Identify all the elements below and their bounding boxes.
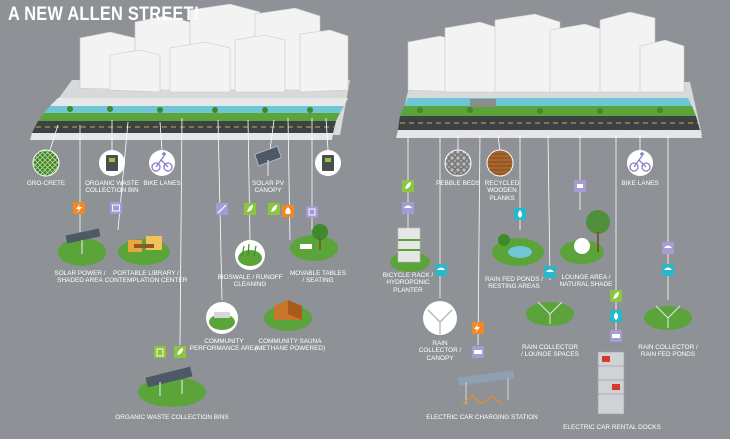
label-bike-lanes-right: BIKE LANES (621, 180, 659, 187)
bike-lanes-icon (149, 150, 175, 176)
orange-icon-badge (73, 202, 85, 214)
label-rain-collector-ponds: RAIN COLLECTOR / RAIN FED PONDS (638, 344, 698, 359)
label-rain-fed-ponds: RAIN FED PONDS / RESTING AREAS (485, 276, 543, 291)
left-grass-strip (38, 113, 340, 121)
leaf-icon-r2 (610, 290, 622, 302)
car-icon (472, 346, 484, 358)
right-water-strip (404, 98, 692, 106)
portable-library-scene (118, 236, 170, 265)
label-recycled-planks: RECYCLED WOODEN PLANKS (484, 180, 520, 202)
bioswale-scene (235, 240, 265, 270)
tools-icon (216, 203, 228, 215)
rain-collector-ponds-scene (644, 305, 692, 330)
movable-tables-scene (290, 224, 338, 261)
page-title: A NEW ALLEN STREET! (8, 4, 200, 25)
seating-bin-icon (315, 150, 341, 176)
seating-icon (306, 206, 318, 218)
label-rain-collector-lounge: RAIN COLLECTOR / LOUNGE SPACES (521, 344, 579, 359)
left-sidewalk-strip (50, 98, 348, 106)
bike-lanes-icon-right (627, 150, 653, 176)
rain-icon-r1 (402, 202, 414, 214)
recycled-planks-icon (486, 149, 514, 177)
rain-icon-r2 (435, 264, 447, 276)
left-water-strip (44, 106, 344, 113)
community-performance-scene (206, 302, 238, 334)
leaf-icon (244, 203, 256, 215)
left-street-block (30, 3, 350, 140)
bicycle-rack-scene (390, 227, 430, 272)
right-buildings (407, 11, 685, 93)
label-ev-rental: ELECTRIC CAR RENTAL DOCKS (563, 424, 661, 431)
label-solar-power: SOLAR POWER / SHADED AREA (54, 270, 106, 285)
recycle-bin-icon (154, 346, 166, 358)
leaf-icon-2 (268, 203, 280, 215)
label-community-performance: COMMUNITY PERFORMANCE AREA (189, 338, 259, 353)
rain-collector-canopy-scene (423, 301, 457, 335)
label-grocrete: GRO-CRETE (26, 180, 66, 187)
label-portable-library: PORTABLE LIBRARY / CONTEMPLATION CENTER (104, 270, 188, 285)
organic-waste-bins-scene (138, 366, 206, 407)
label-community-sauna: COMMUNITY SAUNA (METHANE POWERED) (254, 338, 326, 353)
bench-icon-r1 (574, 180, 586, 192)
water-drop-icon-r2 (610, 310, 622, 322)
charging-icon (472, 322, 484, 334)
rain-fed-ponds-scene (492, 234, 544, 266)
label-rain-collector-canopy: RAIN COLLECTOR / CANOPY (418, 340, 462, 362)
rain-collector-lounge-scene (526, 301, 574, 326)
label-organic-waste-bin: ORGANIC WASTE COLLECTION BIN (84, 180, 140, 195)
label-ev-charging: ELECTRIC CAR CHARGING STATION (426, 414, 538, 421)
right-street-block (396, 11, 702, 138)
leader-lines (49, 117, 669, 346)
label-bicycle-rack: BICYCLE RACK / HYDROPONIC PLANTER (382, 272, 434, 294)
rain-icon-r3 (544, 266, 556, 278)
ev-rental-docks-scene (597, 351, 625, 415)
pebble-beds-icon (444, 149, 472, 177)
water-drop-icon-r1 (514, 208, 526, 220)
book-icon (110, 202, 122, 214)
leaf-icon-r1 (402, 180, 414, 192)
label-lounge-area: LOUNGE AREA / NATURAL SHADE (559, 274, 613, 289)
car-icon-r2 (610, 330, 622, 342)
solar-power-scene (58, 228, 106, 266)
rain-icon-r4 (662, 242, 674, 254)
flame-icon (282, 205, 294, 217)
right-grass-strip (400, 106, 696, 116)
rain-icon-r5 (662, 264, 674, 276)
organic-waste-bin-icon (99, 150, 125, 176)
label-pebble-beds: PEBBLE BEDS (435, 180, 481, 187)
label-organic-waste-bins: ORGANIC WASTE COLLECTION BINS (115, 414, 229, 421)
ev-charging-scene (457, 370, 515, 405)
label-movable-tables: MOVABLE TABLES / SEATING (289, 270, 347, 285)
community-sauna-scene (264, 300, 312, 331)
label-solar-canopy: SOLAR PV CANOPY (252, 180, 284, 195)
grocrete-icon (32, 149, 60, 177)
label-bioswale: BIOSWALE / RUNOFF CLEANING (217, 274, 283, 289)
left-buildings (79, 3, 349, 93)
solar-canopy-icon (254, 145, 282, 176)
leaf-icon-3 (174, 346, 186, 358)
lounge-area-scene (560, 210, 610, 264)
label-bike-lanes-left: BIKE LANES (143, 180, 181, 187)
